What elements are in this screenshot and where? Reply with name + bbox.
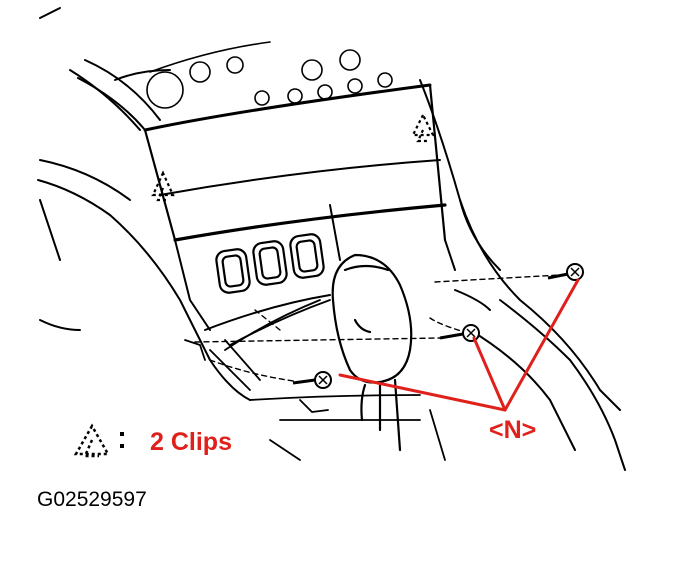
figure-id: G02529597 (37, 488, 147, 511)
console-side-outline (419, 79, 626, 471)
clip-legend-label: 2 Clips (150, 428, 232, 456)
screw-upper (547, 263, 584, 281)
torque-note-label: <N> (489, 416, 537, 444)
clip-legend-icon (73, 423, 124, 458)
control-knobs (146, 41, 393, 109)
clip-marker-right (411, 112, 435, 143)
dashboard-outline (37, 7, 251, 401)
center-panel (143, 83, 456, 331)
installation-guide-lines (194, 274, 561, 383)
switch-buttons (215, 233, 325, 294)
torque-callout-lines (338, 278, 580, 412)
screw-lower (292, 371, 332, 389)
clip-marker-left (151, 170, 175, 202)
